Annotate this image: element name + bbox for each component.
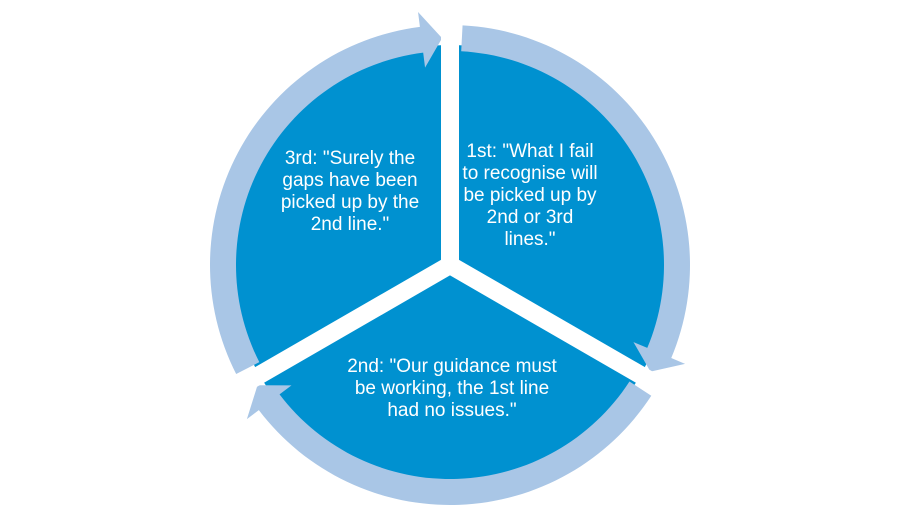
segment-gap [218, 257, 455, 404]
label-line: 2nd: "Our guidance must [347, 356, 557, 377]
cycle-arrow-1 [461, 25, 690, 372]
label-line: picked up by the [280, 192, 420, 213]
segment-2-label: 2nd: "Our guidance must be working, the … [347, 356, 557, 422]
label-line: to recognise will [462, 163, 598, 184]
label-line: had no issues." [387, 400, 517, 421]
label-line: 2nd or 3rd [486, 207, 574, 228]
label-line: be picked up by [463, 185, 597, 206]
label-line: be working, the 1st line [354, 378, 550, 399]
label-line: lines." [504, 229, 556, 250]
cycle-arrow-3 [209, 12, 443, 374]
label-line: 2nd line." [310, 214, 390, 235]
segment-3-label: 3rd: "Surely the gaps have been picked u… [281, 148, 419, 236]
segment-1-label: 1st: "What I fail to recognise will be p… [462, 141, 597, 251]
label-line: 1st: "What I fail [466, 141, 594, 162]
label-line: 3rd: "Surely the [284, 148, 416, 169]
segment-gap [445, 257, 682, 404]
cycle-arrow-2 [246, 381, 652, 506]
label-line: gaps have been [282, 170, 418, 191]
